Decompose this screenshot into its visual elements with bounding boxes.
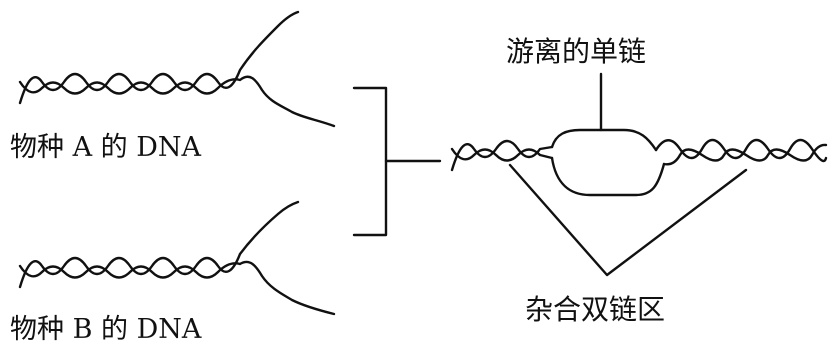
species-b-strand-2 [18, 260, 336, 316]
species-a-strand-1 [18, 10, 300, 105]
hybrid-left-strand-2 [450, 147, 554, 162]
species-b-strand-1 [18, 200, 300, 289]
free-single-strand-loop-bottom [550, 156, 666, 197]
species-a-strand-2 [18, 75, 336, 128]
species-a-dna-helix [18, 10, 336, 128]
hybrid-right-strand-1 [654, 138, 828, 163]
hybrid-dna-helix [450, 128, 828, 197]
species-b-dna-label: 物种 B 的 DNA [10, 314, 202, 345]
hybrid-region-pointer [508, 163, 748, 277]
hybrid-right-strand-2 [662, 143, 828, 166]
hybrid-duplex-region-label: 杂合双链区 [525, 293, 666, 326]
hybrid-left-strand-1 [450, 139, 554, 172]
free-single-strand-loop-top [550, 128, 658, 152]
combination-bracket [352, 86, 442, 237]
species-a-dna-label: 物种 A 的 DNA [10, 132, 202, 163]
free-single-strand-label: 游离的单链 [506, 35, 647, 68]
bracket [352, 86, 388, 237]
species-b-dna-helix [18, 200, 336, 316]
